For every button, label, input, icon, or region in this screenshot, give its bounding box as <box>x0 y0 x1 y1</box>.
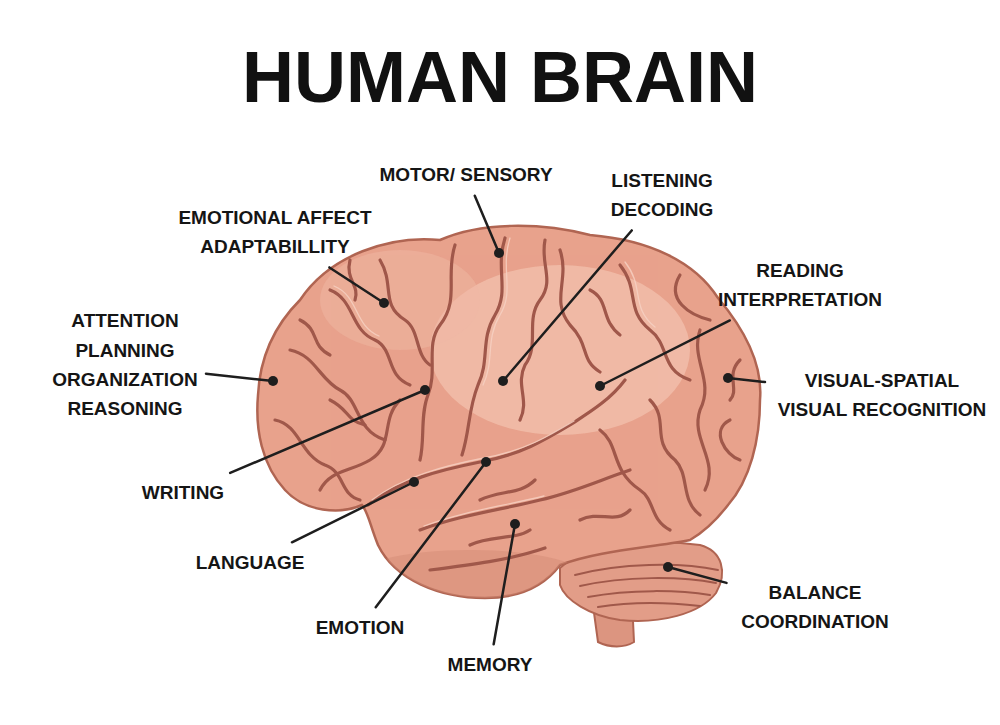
sulcus-line <box>650 400 700 515</box>
function-label: EMOTION <box>316 613 405 642</box>
gyrus-highlight <box>483 238 510 385</box>
function-label: MOTOR/ SENSORY <box>379 160 552 189</box>
leader-line <box>494 524 515 644</box>
leader-line <box>503 230 632 381</box>
leader-line <box>206 374 273 381</box>
function-label: ATTENTION PLANNING ORGANIZATION REASONIN… <box>50 306 200 424</box>
function-label: EMOTIONAL AFFECT ADAPTABILLITY <box>175 203 375 262</box>
sulcus-line <box>380 260 430 365</box>
leader-dot <box>268 376 278 386</box>
sulcus-line <box>330 400 365 425</box>
leader-line <box>475 196 499 253</box>
function-label: READING INTERPRETATION <box>713 256 888 315</box>
sulcus-line <box>430 548 545 570</box>
shadow <box>350 550 590 610</box>
leader-line <box>329 267 384 303</box>
sulcus-line <box>720 420 740 460</box>
leader-dot <box>723 373 733 383</box>
sulcus-line <box>330 290 410 385</box>
leader-dot <box>481 457 491 467</box>
function-label: BALANCE COORDINATION <box>733 578 898 637</box>
sulcus-line <box>420 470 630 530</box>
sulcus-line <box>462 238 505 455</box>
function-label: WRITING <box>142 478 224 507</box>
leader-dot <box>498 376 508 386</box>
sulcus-line <box>675 275 710 320</box>
leader-dot <box>494 248 504 258</box>
leader-line <box>728 378 765 382</box>
sulcus-line <box>560 250 600 372</box>
cerebellum-fold <box>580 578 716 586</box>
cerebellum-fold <box>598 603 700 607</box>
function-label: LISTENING DECODING <box>592 166 732 225</box>
leader-line <box>376 462 486 607</box>
sulcus-line <box>698 330 710 490</box>
gyri <box>275 238 740 570</box>
gyrus-highlight <box>334 286 379 336</box>
sulcus-line <box>590 290 620 335</box>
sulcus-line <box>470 530 530 545</box>
leader-dot <box>379 298 389 308</box>
leader-line <box>292 482 414 542</box>
sulcus-line <box>620 265 690 380</box>
leader-line <box>600 320 730 386</box>
cerebellum-folds <box>575 565 718 607</box>
sulcus-line <box>580 510 630 520</box>
sulcus-line <box>300 320 330 355</box>
leader-dot <box>420 385 430 395</box>
leader-dot <box>663 562 673 572</box>
cerebellum-fold <box>588 591 710 597</box>
leader-dot <box>595 381 605 391</box>
leader-dot <box>409 477 419 487</box>
leader-dot <box>510 519 520 529</box>
cerebrum <box>257 226 760 598</box>
sulcus-line <box>480 480 535 500</box>
sulcus-line <box>320 400 400 490</box>
sulcus-line <box>600 430 670 530</box>
sulcus-line <box>275 420 360 500</box>
leader-line <box>668 567 727 583</box>
sulcus-line <box>520 240 547 420</box>
sulcus-line <box>420 245 455 460</box>
diagram-title: HUMAN BRAIN <box>242 38 758 117</box>
function-label: LANGUAGE <box>196 548 305 577</box>
function-label: VISUAL-SPATIAL VISUAL RECOGNITION <box>771 366 993 425</box>
leader-line <box>230 390 425 473</box>
gyrus-highlight <box>625 262 655 327</box>
function-label: MEMORY <box>448 650 533 679</box>
